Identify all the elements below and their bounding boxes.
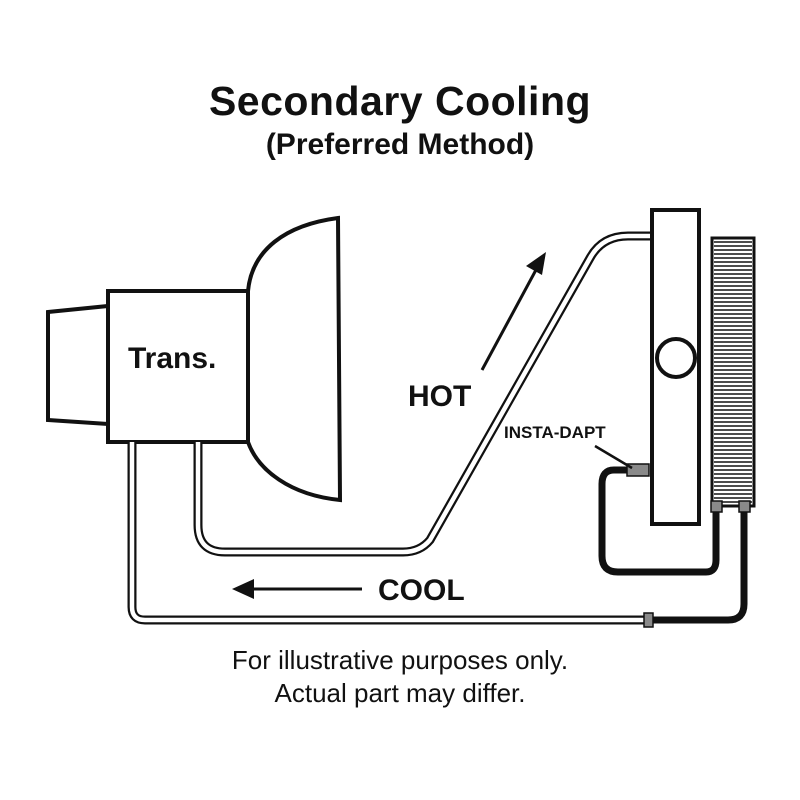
cooler-fitting-left — [710, 500, 723, 513]
insta-dapt-pointer — [594, 444, 633, 470]
bell-housing — [246, 215, 343, 503]
transmission-body — [106, 289, 250, 444]
diagram-subtitle: (Preferred Method) — [265, 128, 535, 161]
insta-dapt-label: INSTA-DAPT — [504, 423, 606, 442]
transmission-tail — [46, 303, 110, 427]
disclaimer-line-2: Actual part may differ. — [274, 678, 526, 708]
hose-from-cooler — [651, 506, 748, 624]
cool-label: COOL — [378, 574, 465, 607]
disclaimer-line-1: For illustrative purposes only. — [231, 645, 569, 675]
cool-arrow — [232, 579, 362, 599]
cool-line-fitting — [643, 612, 654, 628]
hot-label: HOT — [408, 380, 472, 413]
cooler-fitting-right — [738, 500, 751, 513]
radiator-cap — [655, 337, 697, 379]
auxiliary-cooler — [710, 236, 756, 508]
hose-to-radiator-adapter — [598, 466, 720, 576]
diagram-title: Secondary Cooling — [208, 78, 592, 124]
disclaimer: For illustrative purposes only. Actual p… — [0, 644, 800, 710]
hot-arrow — [480, 252, 546, 371]
transmission-label: Trans. — [128, 342, 217, 375]
